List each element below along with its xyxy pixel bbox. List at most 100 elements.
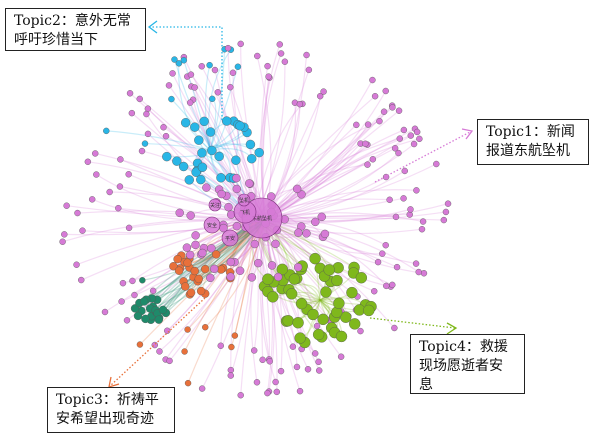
network-node xyxy=(141,140,149,147)
network-node xyxy=(199,116,209,127)
network-node xyxy=(139,277,146,284)
network-node xyxy=(175,60,183,67)
network-node xyxy=(320,286,332,298)
network-node xyxy=(221,116,232,126)
network-node xyxy=(79,227,86,234)
network-node xyxy=(144,105,152,112)
network-edge xyxy=(253,219,259,351)
network-edge xyxy=(187,219,266,384)
network-node xyxy=(187,71,195,78)
network-node xyxy=(231,155,241,165)
network-edge xyxy=(106,130,211,151)
network-node xyxy=(182,243,192,252)
network-node xyxy=(227,366,235,374)
network-edge xyxy=(91,198,256,222)
network-node xyxy=(202,183,211,192)
network-node xyxy=(410,140,418,148)
network-node xyxy=(296,387,304,395)
network-edge xyxy=(264,79,373,221)
network-node xyxy=(293,263,303,272)
network-node xyxy=(382,87,389,95)
network-node xyxy=(323,264,335,276)
network-node xyxy=(185,250,195,260)
network-node xyxy=(267,261,277,270)
network-node xyxy=(158,305,168,315)
network-node xyxy=(172,156,182,166)
network-node xyxy=(231,332,239,339)
network-edge xyxy=(259,219,277,383)
network-node xyxy=(247,273,257,282)
network-node xyxy=(317,92,324,100)
network-node xyxy=(61,231,68,238)
network-node xyxy=(245,179,254,188)
network-node xyxy=(317,212,326,222)
network-node xyxy=(272,378,279,386)
network-node xyxy=(282,315,294,327)
network-node xyxy=(331,274,343,287)
central-node-label: 平安 xyxy=(225,235,235,242)
network-node xyxy=(131,291,138,299)
network-node xyxy=(413,128,421,136)
network-node xyxy=(149,287,157,295)
network-node xyxy=(227,372,234,379)
network-node xyxy=(180,118,191,128)
network-node xyxy=(209,95,216,103)
network-edge xyxy=(64,219,266,236)
network-node xyxy=(340,311,352,323)
network-node xyxy=(413,187,420,194)
network-node xyxy=(346,286,358,299)
network-edge xyxy=(209,49,226,151)
network-node xyxy=(353,121,360,129)
network-edge xyxy=(264,219,417,265)
network-node xyxy=(383,282,390,290)
network-node xyxy=(315,367,323,374)
network-node xyxy=(229,69,237,76)
network-node xyxy=(211,250,221,259)
topic1-arrow xyxy=(374,131,471,183)
network-edge xyxy=(264,131,418,221)
network-edge xyxy=(183,60,211,151)
network-edge xyxy=(178,63,211,151)
network-node xyxy=(419,218,427,225)
network-node xyxy=(247,153,257,164)
central-node-label: 坠机 xyxy=(239,197,249,204)
network-node xyxy=(162,151,172,162)
network-node xyxy=(235,121,245,131)
network-node xyxy=(232,173,241,183)
network-node xyxy=(226,272,235,281)
network-edge xyxy=(264,147,396,221)
network-node xyxy=(232,221,242,231)
network-edge xyxy=(230,219,256,376)
network-node xyxy=(74,209,81,217)
network-node xyxy=(277,50,285,57)
network-node xyxy=(288,273,301,285)
network-node xyxy=(166,357,173,365)
network-node xyxy=(274,272,283,282)
network-node xyxy=(184,379,192,387)
network-node xyxy=(116,183,124,190)
network-node xyxy=(164,327,171,334)
network-node xyxy=(337,353,345,360)
network-node xyxy=(123,317,131,324)
network-node xyxy=(276,263,288,276)
central-node-label: 关注 xyxy=(210,202,220,209)
network-node xyxy=(245,139,256,150)
network-node xyxy=(207,244,216,253)
network-edge xyxy=(264,219,275,392)
topic1-callout: Topic1：新闻报道东航坠机 xyxy=(477,119,589,165)
network-node xyxy=(335,330,348,343)
network-node xyxy=(198,63,205,70)
network-node xyxy=(181,282,190,291)
network-node xyxy=(126,90,134,97)
network-node xyxy=(259,356,266,364)
network-node xyxy=(317,313,329,326)
network-node xyxy=(266,358,273,365)
network-node xyxy=(276,41,283,48)
network-node xyxy=(143,110,150,118)
network-node xyxy=(93,171,100,178)
central-node xyxy=(237,193,251,207)
network-node xyxy=(364,161,371,168)
network-edge xyxy=(264,90,387,221)
network-node xyxy=(400,126,408,134)
network-node xyxy=(379,250,386,257)
